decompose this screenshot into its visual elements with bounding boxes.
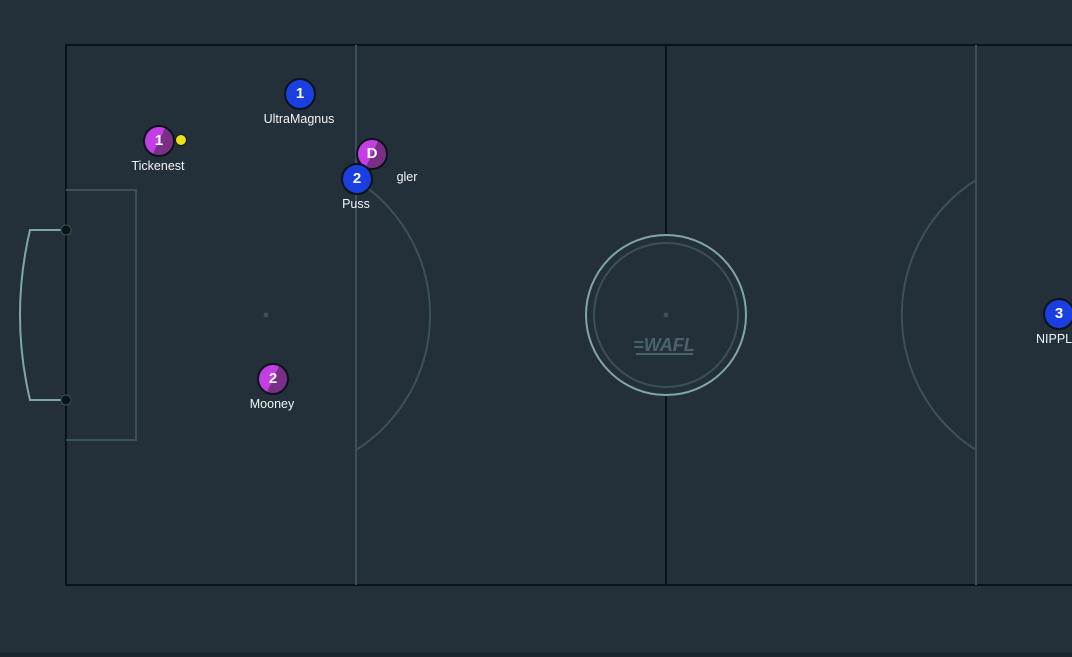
pitch-boundary [65, 44, 1072, 586]
player-number-badge: 1 [143, 125, 175, 157]
svg-text:=WAFL: =WAFL [633, 335, 695, 355]
center-spot [663, 312, 669, 318]
player-number-badge: 3 [1043, 298, 1072, 330]
left-spot [263, 312, 269, 318]
player-name: Tickenest [131, 159, 185, 173]
goal-post-top [60, 224, 72, 236]
player-number-badge: 2 [257, 363, 289, 395]
left-arc [355, 179, 432, 451]
left-goal [19, 229, 66, 401]
right-arc [900, 179, 977, 451]
player-name: Puss [342, 197, 370, 211]
center-logo: =WAFL [633, 335, 695, 355]
center-circle-inner [593, 242, 739, 388]
goal-post-bottom [60, 394, 72, 406]
left-box [66, 189, 137, 441]
player-number-badge: 2 [341, 163, 373, 195]
player-name: NIPPL [1036, 332, 1072, 346]
bottom-bar [0, 653, 1072, 657]
player-name: Mooney [249, 397, 295, 411]
player-name: UltraMagnus [263, 112, 335, 126]
ball[interactable] [175, 134, 187, 146]
player-number-badge: 1 [284, 78, 316, 110]
player-name: gler [396, 170, 418, 184]
